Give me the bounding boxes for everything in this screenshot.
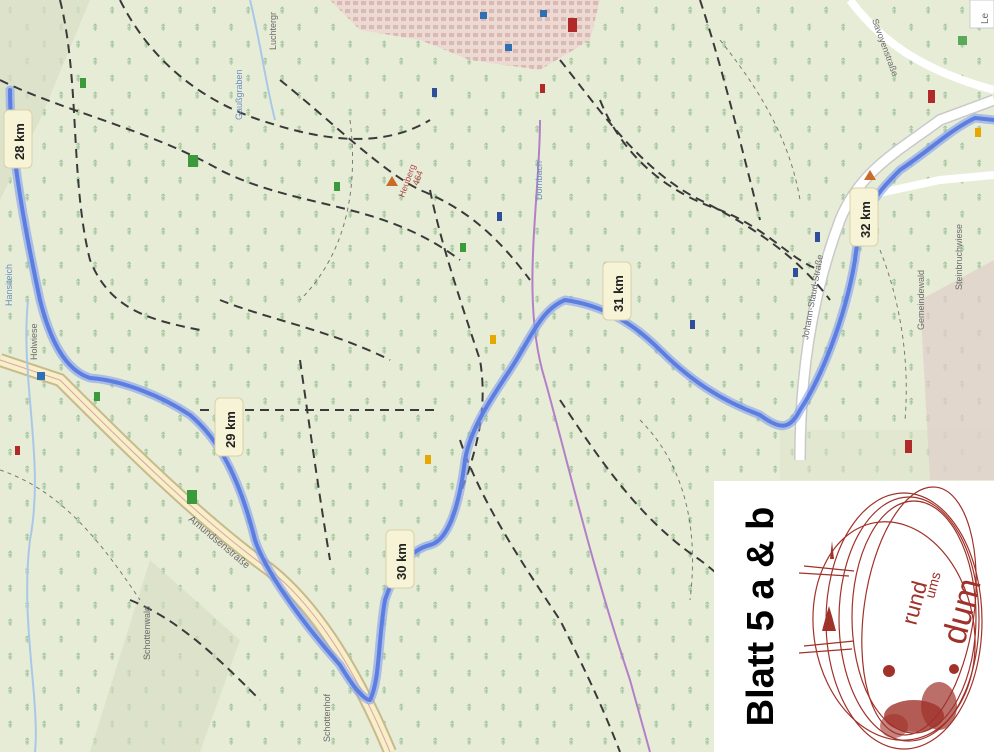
rund-ums-dum-logo: rund ums dum <box>798 486 989 750</box>
trail-markers <box>15 10 981 504</box>
label-luchtergr: Luchtergr <box>268 12 278 50</box>
stream <box>249 0 276 121</box>
distance-marker-label: 28 km <box>12 123 27 160</box>
distance-marker-30[interactable]: 30 km <box>385 529 415 589</box>
distance-marker-label: 31 km <box>611 275 626 312</box>
distance-marker-31[interactable]: 31 km <box>602 261 632 321</box>
label-schottenhof: Schottenhof <box>322 693 332 742</box>
logo-dum: dum <box>935 574 989 648</box>
road-johann-staud <box>795 95 994 461</box>
road-branch <box>869 171 994 199</box>
label-dornbach: Dornbach <box>534 161 544 200</box>
footpaths <box>0 39 907 601</box>
distance-marker-32[interactable]: 32 km <box>849 187 879 247</box>
distance-marker-label: 30 km <box>394 543 409 580</box>
stream <box>531 119 651 752</box>
label-steinbruchwiese: Steinbruchwiese <box>954 224 964 290</box>
label-hansiteich: Hansiteich <box>4 264 14 306</box>
route-line[interactable] <box>8 88 994 702</box>
legend-box: Blatt 5 a & b rund ums dum <box>714 481 994 752</box>
corner-label-box <box>969 0 994 29</box>
distance-marker-label: 29 km <box>223 411 238 448</box>
stream <box>25 299 37 752</box>
trail-network <box>0 0 831 752</box>
sheet-title: Blatt 5 a & b <box>739 506 782 727</box>
urban-area <box>330 0 600 70</box>
distance-marker-29[interactable]: 29 km <box>214 397 244 457</box>
road-savoyenstrasse <box>846 0 994 94</box>
distance-marker-28[interactable]: 28 km <box>3 109 33 169</box>
peak-icon <box>864 170 876 180</box>
label-gaussgraben: Gaußgraben <box>234 69 244 120</box>
peak-icon <box>386 176 398 186</box>
label-heuberg-elevation: 464 <box>410 169 425 187</box>
label-schottenwald: Schottenwald <box>142 606 152 660</box>
distance-marker-label: 32 km <box>858 201 873 238</box>
label-gemeindewald: Gemeindewald <box>916 270 926 330</box>
label-corner: Le <box>980 12 991 24</box>
urban-area <box>920 260 994 480</box>
logo-ums: ums <box>921 570 943 600</box>
hill-shade <box>90 560 240 752</box>
label-holwiese: Holwiese <box>29 323 39 360</box>
